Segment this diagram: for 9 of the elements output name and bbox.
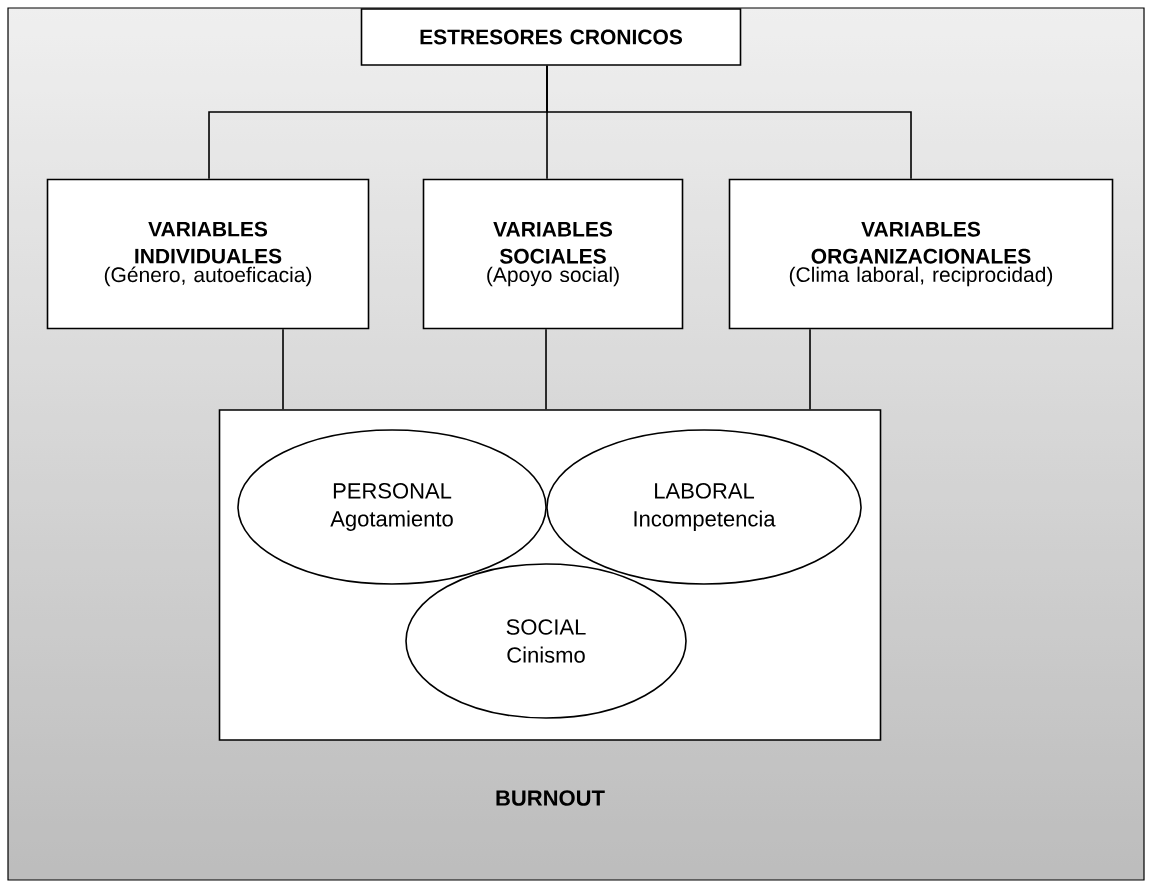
top-box: ESTRESORES CRONICOS <box>360 8 742 66</box>
variable-box: VARIABLES SOCIALES (Apoyo social) <box>422 178 684 330</box>
connector-line <box>546 65 912 180</box>
connector-line <box>545 328 547 410</box>
box-heading: BURNOUT <box>496 790 605 806</box>
variable-box: VARIABLES ORGANIZACIONALES (Clima laboral, reciprocidad) <box>728 178 1114 330</box>
connector-line <box>282 328 284 410</box>
connector-line <box>809 328 811 410</box>
variable-box: VARIABLES INDIVIDUALES (Género, autoeficacia) <box>46 178 370 330</box>
